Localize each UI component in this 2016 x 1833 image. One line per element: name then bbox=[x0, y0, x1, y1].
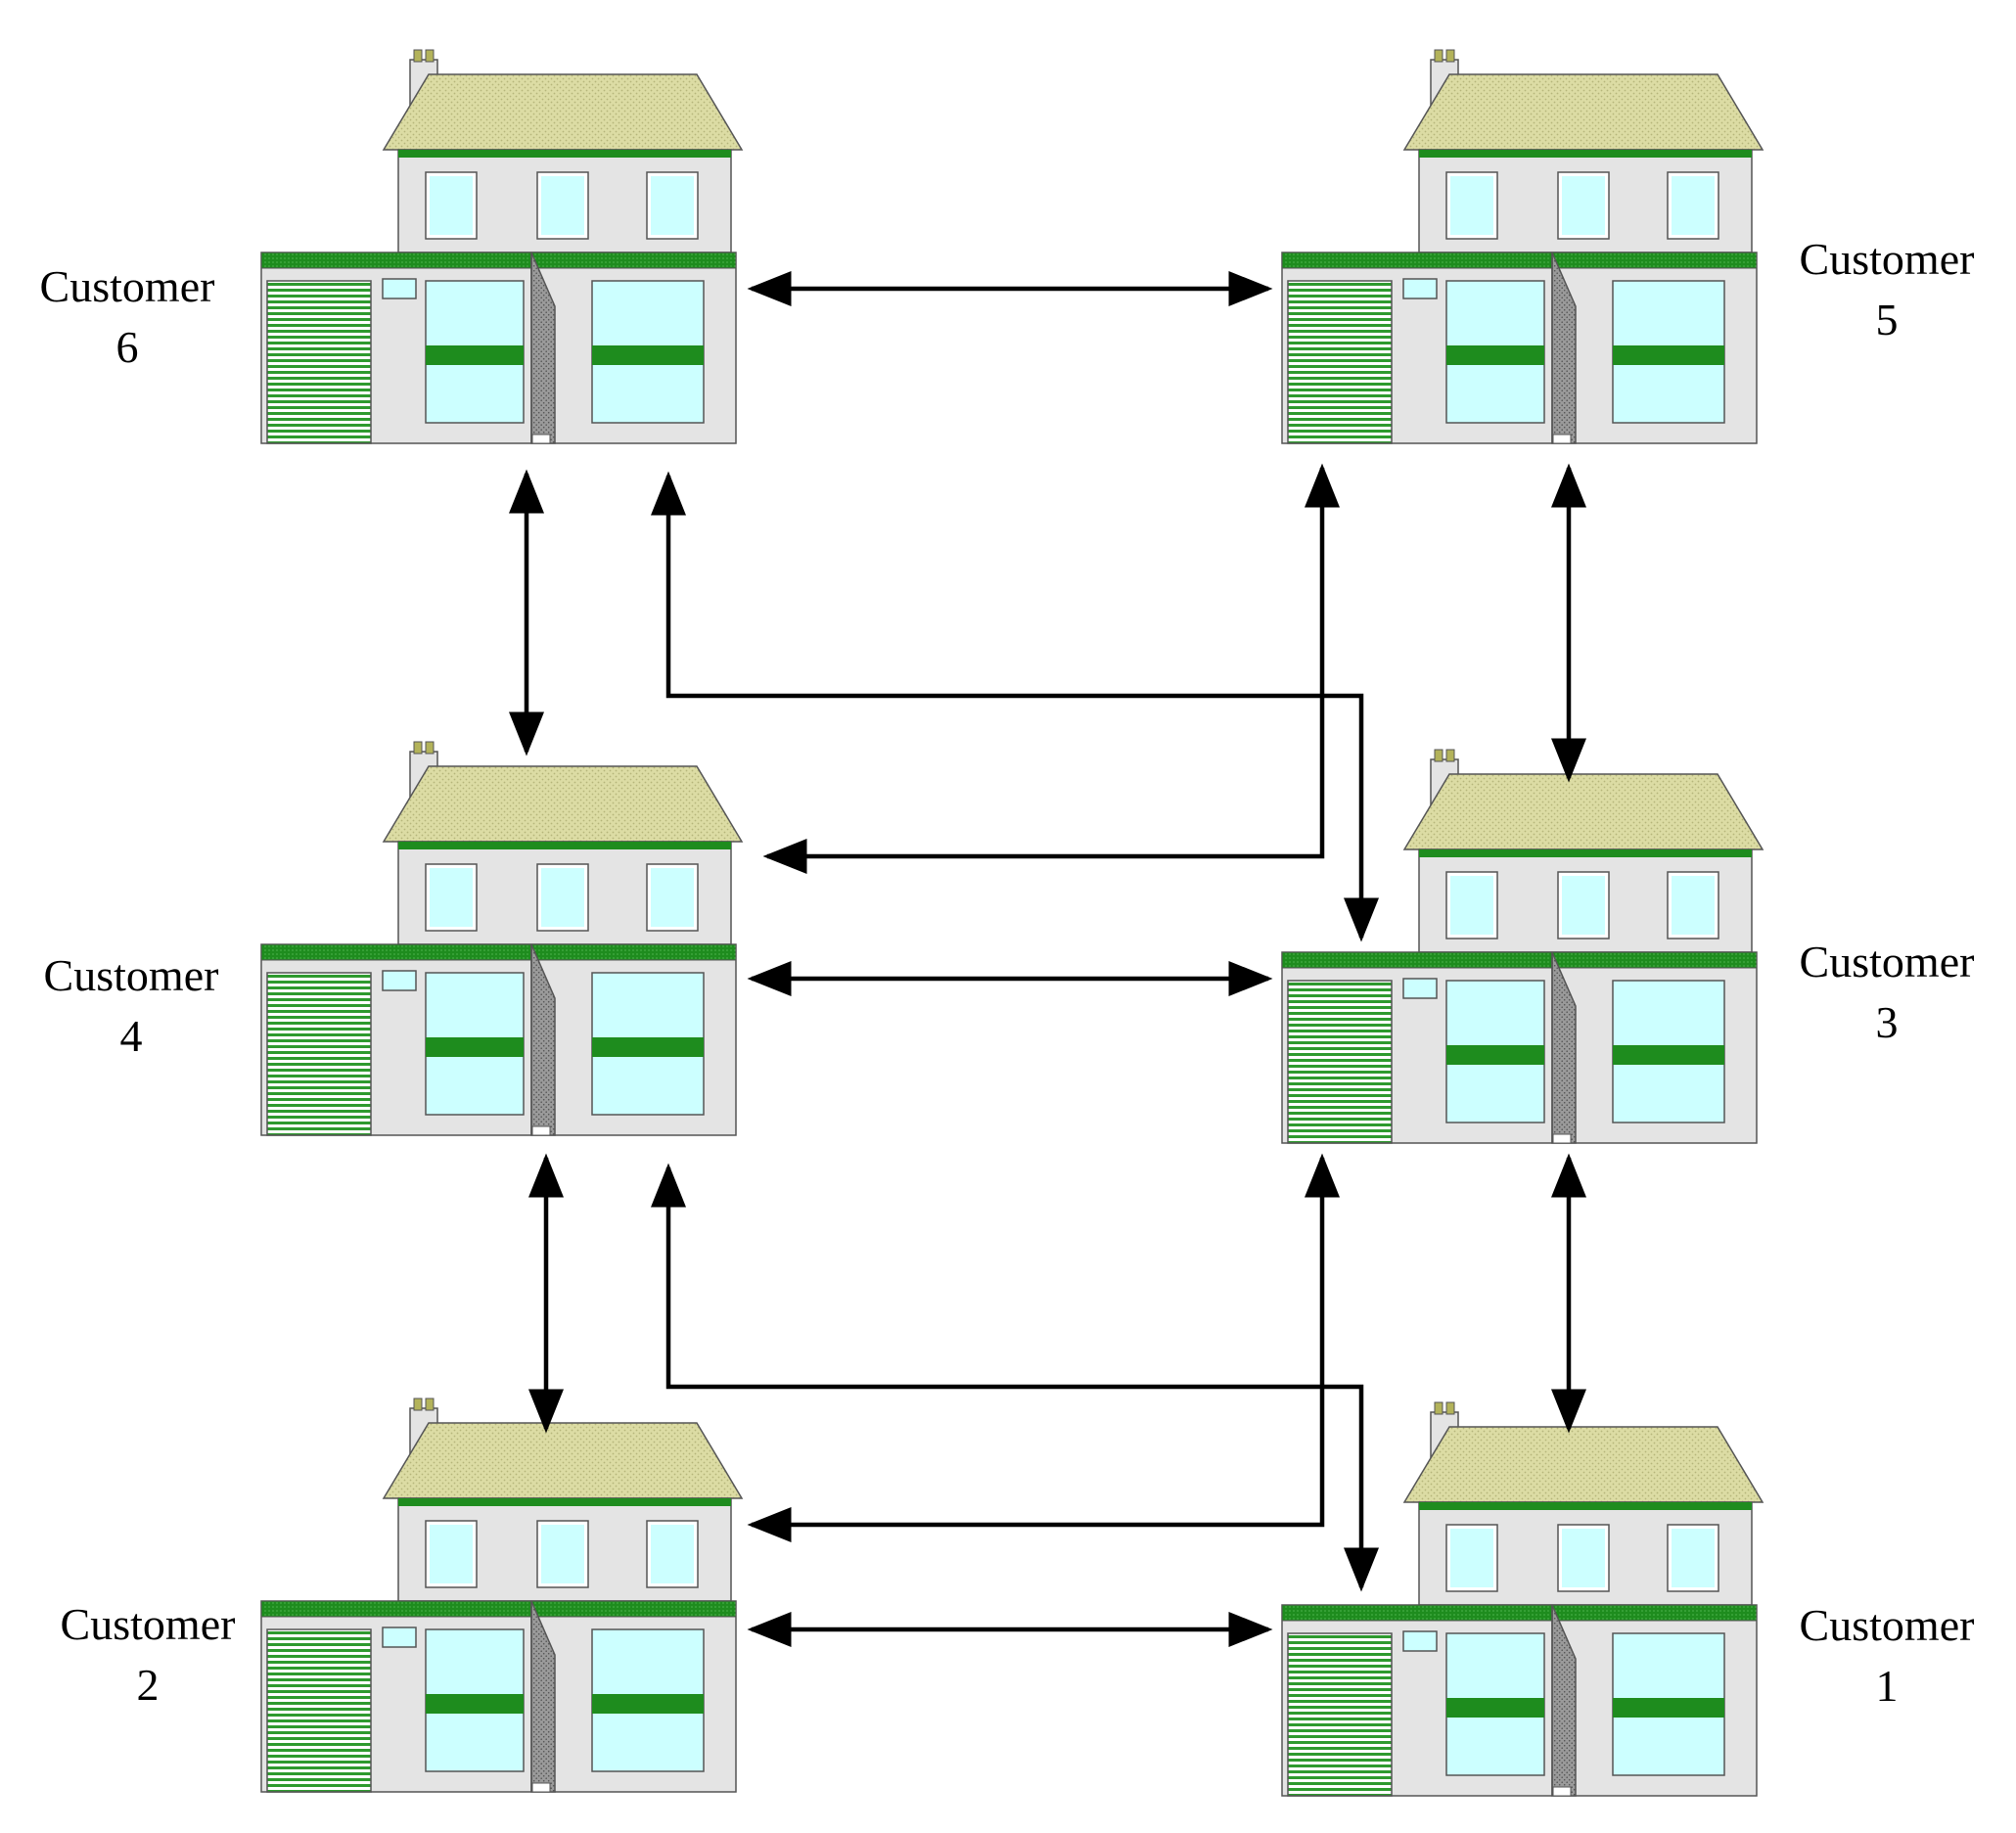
label-customer-3: Customer 3 bbox=[1769, 932, 2004, 1053]
label-customer-1-word: Customer bbox=[1799, 1600, 1975, 1650]
label-customer-2: Customer 2 bbox=[30, 1594, 265, 1716]
label-customer-1-number: 1 bbox=[1875, 1661, 1899, 1711]
label-customer-4-number: 4 bbox=[119, 1011, 143, 1061]
house-customer-6 bbox=[260, 49, 743, 444]
label-customer-5: Customer 5 bbox=[1769, 229, 2004, 350]
label-customer-6-number: 6 bbox=[115, 322, 139, 372]
arrow-customer3-customer2 bbox=[747, 1153, 1340, 1542]
label-customer-4: Customer 4 bbox=[14, 945, 249, 1067]
label-customer-5-number: 5 bbox=[1875, 295, 1899, 344]
connection-arrows bbox=[509, 271, 1586, 1647]
label-customer-3-number: 3 bbox=[1875, 997, 1899, 1047]
house-customer-5 bbox=[1281, 49, 1764, 444]
label-customer-6: Customer 6 bbox=[10, 256, 245, 378]
arrow-customer5-customer4 bbox=[762, 463, 1340, 874]
label-customer-2-number: 2 bbox=[136, 1660, 160, 1710]
label-customer-5-word: Customer bbox=[1799, 234, 1975, 284]
label-customer-6-word: Customer bbox=[39, 261, 215, 311]
label-customer-2-word: Customer bbox=[60, 1599, 236, 1649]
label-customer-1: Customer 1 bbox=[1769, 1595, 2004, 1717]
label-customer-4-word: Customer bbox=[43, 950, 219, 1000]
arrow-customer6-customer3 bbox=[651, 471, 1379, 942]
label-customer-3-word: Customer bbox=[1799, 937, 1975, 986]
house-customer-4 bbox=[260, 741, 743, 1136]
house-customer-1 bbox=[1281, 1401, 1764, 1797]
house-customer-3 bbox=[1281, 749, 1764, 1144]
house-customer-2 bbox=[260, 1398, 743, 1793]
